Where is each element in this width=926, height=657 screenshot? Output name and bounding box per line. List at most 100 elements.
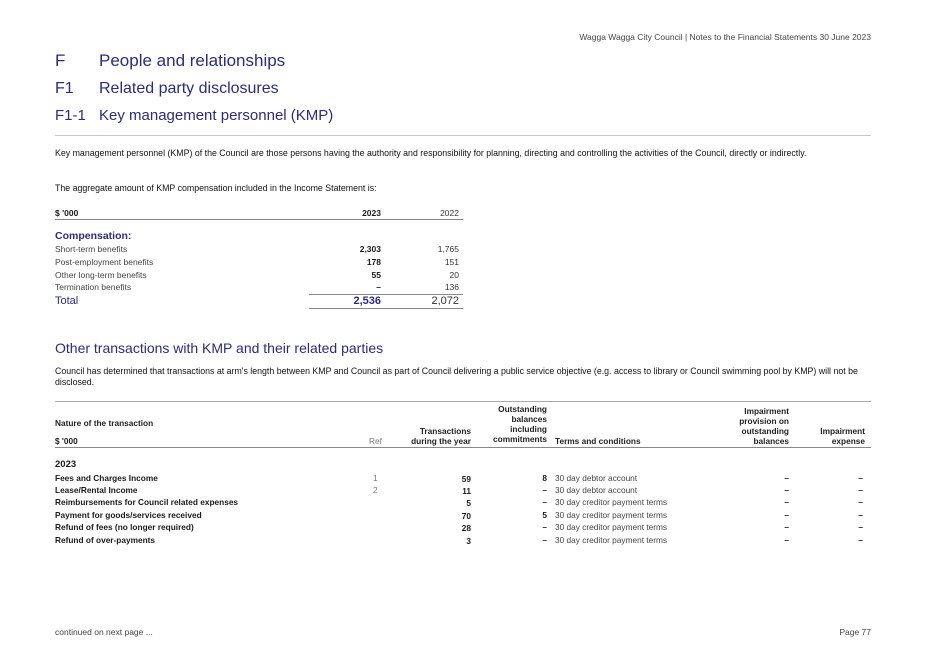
compensation-label: Compensation: <box>55 230 132 242</box>
kmp-transactions-table: Nature of the transaction $ '000 Ref Tra… <box>55 404 871 554</box>
terms-cell: 30 day creditor payment terms <box>555 497 668 507</box>
kmp-intro-paragraph: Key management personnel (KMP) of the Co… <box>55 148 807 158</box>
table-row: Payment for goods/services received 70 5… <box>55 510 871 522</box>
section-number: F1 <box>55 80 74 97</box>
impairment-provision-cell: – <box>784 473 789 483</box>
table-header-row: $ '000 2023 2022 <box>55 208 463 220</box>
value-2022: 1,765 <box>437 244 459 254</box>
col-transactions-header: Transactions during the year <box>411 426 471 446</box>
impairment-provision-cell: – <box>784 535 789 545</box>
transactions-cell: 70 <box>461 511 471 521</box>
header-line: Outstanding <box>498 404 547 414</box>
transactions-cell: 28 <box>461 523 471 533</box>
unit-label: $ '000 <box>55 208 79 218</box>
impairment-provision-cell: – <box>784 497 789 507</box>
col-terms-header: Terms and conditions <box>555 436 641 446</box>
other-transactions-paragraph: Council has determined that transactions… <box>55 366 858 387</box>
outstanding-cell: – <box>542 497 547 507</box>
outstanding-cell: 8 <box>542 473 547 483</box>
nature-cell: Fees and Charges Income <box>55 473 158 483</box>
header-line: expense <box>831 436 865 446</box>
section-number: F1-1 <box>55 107 86 124</box>
table-row: Reimbursements for Council related expen… <box>55 497 871 509</box>
running-header: Wagga Wagga City Council | Notes to the … <box>579 32 871 42</box>
nature-cell: Payment for goods/services received <box>55 510 202 520</box>
impairment-expense-cell: – <box>858 497 863 507</box>
transactions-cell: 3 <box>466 536 471 546</box>
col-outstanding-header: Outstanding balances including commitmen… <box>493 404 547 444</box>
total-row: Total 2,536 2,072 <box>55 295 463 307</box>
ref-cell: 2 <box>373 485 378 495</box>
table-row: Fees and Charges Income 1 59 8 30 day de… <box>55 473 871 485</box>
impairment-provision-cell: – <box>784 510 789 520</box>
terms-cell: 30 day creditor payment terms <box>555 510 668 520</box>
header-line: including <box>510 424 547 434</box>
section-heading-f1: F1 Related party disclosures <box>55 80 279 98</box>
header-line: Impairment <box>820 426 865 436</box>
nature-cell: Lease/Rental Income <box>55 485 138 495</box>
kmp-aggregate-paragraph: The aggregate amount of KMP compensation… <box>55 183 377 193</box>
transactions-cell: 11 <box>462 486 471 496</box>
table-row: Other long-term benefits 55 20 <box>55 270 463 282</box>
value-2023: – <box>376 282 381 292</box>
section-title: Related party disclosures <box>99 80 279 97</box>
unit-label: $ '000 <box>55 436 78 446</box>
divider <box>55 401 871 402</box>
impairment-expense-cell: – <box>858 485 863 495</box>
col-ref-header: Ref <box>369 436 382 446</box>
row-label: Short-term benefits <box>55 244 128 254</box>
outstanding-cell: – <box>542 522 547 532</box>
impairment-expense-cell: – <box>858 473 863 483</box>
transactions-cell: 59 <box>461 474 471 484</box>
divider <box>55 135 871 136</box>
group-label: Compensation: <box>55 230 463 242</box>
col-impairment-expense-header: Impairment expense <box>820 426 865 446</box>
row-label: Termination benefits <box>55 282 132 292</box>
continued-note: continued on next page ... <box>55 627 153 637</box>
header-line: Impairment <box>744 406 789 416</box>
table-row: Post-employment benefits 178 151 <box>55 257 463 269</box>
total-2023: 2,536 <box>353 295 381 307</box>
header-line: during the year <box>411 436 471 446</box>
outstanding-cell: 5 <box>542 510 547 520</box>
header-line: balances <box>753 436 789 446</box>
value-2022: 151 <box>444 257 459 267</box>
total-2022: 2,072 <box>431 295 459 307</box>
terms-cell: 30 day creditor payment terms <box>555 535 668 545</box>
col-nature-header: Nature of the transaction <box>55 418 154 428</box>
header-line: provision on <box>739 416 789 426</box>
nature-cell: Reimbursements for Council related expen… <box>55 497 239 507</box>
row-label: Other long-term benefits <box>55 270 147 280</box>
terms-cell: 30 day debtor account <box>555 485 638 495</box>
outstanding-cell: – <box>542 485 547 495</box>
row-label: Post-employment benefits <box>55 257 154 267</box>
impairment-expense-cell: – <box>858 522 863 532</box>
impairment-expense-cell: – <box>858 535 863 545</box>
nature-cell: Refund of over-payments <box>55 535 156 545</box>
header-line: commitments <box>493 434 547 444</box>
section-title: Key management personnel (KMP) <box>99 107 334 124</box>
total-label: Total <box>55 295 79 307</box>
header-divider <box>55 447 871 448</box>
value-2023: 2,303 <box>359 244 381 254</box>
col-2022-header: 2022 <box>440 208 459 218</box>
table-row: Refund of fees (no longer required) 28 –… <box>55 522 871 534</box>
col-impairment-provision-header: Impairment provision on outstanding bala… <box>739 406 789 446</box>
outstanding-cell: – <box>542 535 547 545</box>
col-2023-header: 2023 <box>362 208 381 218</box>
section-number: F <box>55 51 66 70</box>
table-row: Lease/Rental Income 2 11 – 30 day debtor… <box>55 485 871 497</box>
value-2023: 178 <box>366 257 381 267</box>
year-label: 2023 <box>55 459 77 470</box>
impairment-provision-cell: – <box>784 485 789 495</box>
table-row: Short-term benefits 2,303 1,765 <box>55 244 463 256</box>
header-divider <box>55 219 463 220</box>
impairment-provision-cell: – <box>784 522 789 532</box>
total-bottom-rule <box>309 308 463 309</box>
page-number: Page 77 <box>839 627 871 637</box>
value-2022: 136 <box>444 282 459 292</box>
header-line: balances <box>511 414 547 424</box>
kmp-compensation-table: $ '000 2023 2022 Compensation: Short-ter… <box>55 206 463 310</box>
ref-cell: 1 <box>373 473 378 483</box>
nature-cell: Refund of fees (no longer required) <box>55 522 194 532</box>
